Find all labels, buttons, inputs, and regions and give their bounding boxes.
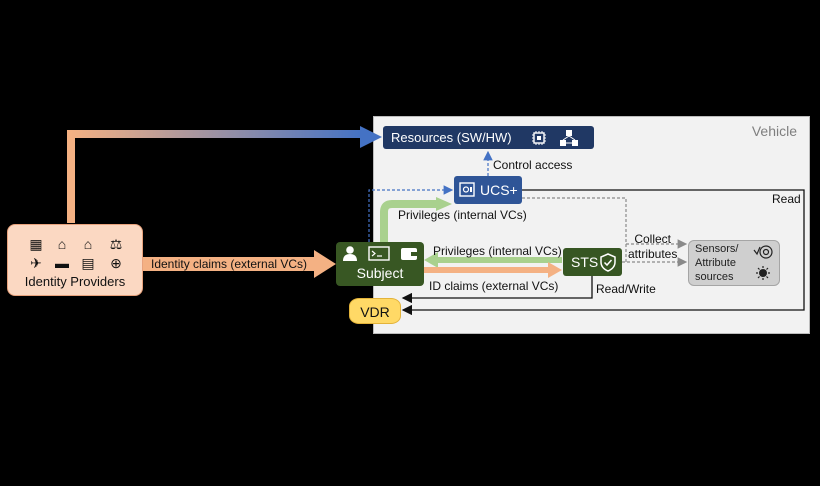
medical-cross-icon: ⊕ <box>110 255 122 271</box>
idp-to-resources-arrow <box>67 130 363 223</box>
person-icon <box>343 246 357 261</box>
resources-label: Resources (SW/HW) <box>391 130 512 145</box>
control-access-label: Control access <box>493 158 573 172</box>
chip-icon <box>532 131 546 145</box>
vehicle-label: Vehicle <box>751 123 797 139</box>
idp-to-resources-arrowhead <box>360 126 382 148</box>
ucs-label: UCS+ <box>480 182 518 198</box>
safe-icon <box>459 182 475 197</box>
wallet-icon <box>401 248 417 260</box>
read-line <box>401 189 805 316</box>
id-card-icon: ▤ <box>81 255 95 271</box>
read-write-line <box>401 276 593 304</box>
resources-node: Resources (SW/HW) <box>383 126 594 149</box>
read-write-label: Read/Write <box>596 282 656 296</box>
identity-providers-label: Identity Providers <box>24 274 126 289</box>
subject-label: Subject <box>356 265 404 281</box>
car-icon: ▬ <box>55 255 69 271</box>
sts-node: STS <box>563 248 622 276</box>
sts-privileges-label: Privileges (internal VCs) <box>433 244 562 258</box>
sensors-label: Sensors/ Attribute sources <box>695 243 739 283</box>
id-claims-arrow <box>424 267 550 273</box>
terminal-icon <box>368 246 390 261</box>
collect-attributes-label: Collect attributes <box>628 232 678 261</box>
subject-to-ucs-dashed-arrow <box>368 185 454 242</box>
airplane-icon: ✈ <box>30 255 42 271</box>
ucs-node: UCS+ <box>454 176 522 204</box>
radar-sensor-icon <box>753 245 773 259</box>
sts-label: STS <box>571 254 599 270</box>
building-icon: ▦ <box>29 236 43 252</box>
house-icon: ⌂ <box>83 236 93 252</box>
shield-check-icon <box>600 253 616 272</box>
id-claims-label: ID claims (external VCs) <box>429 279 559 293</box>
identity-providers-box: ▦ ⌂ ⌂ ⚖ ✈ ▬ ▤ ⊕ Identity Providers <box>7 224 143 296</box>
read-label: Read <box>772 192 801 206</box>
identity-claims-arrow <box>143 257 317 271</box>
subject-node: Subject <box>336 242 424 286</box>
identity-claims-label: Identity claims (external VCs) <box>151 257 308 271</box>
vdr-node: VDR <box>349 298 401 324</box>
ucs-privileges-label: Privileges (internal VCs) <box>398 208 527 222</box>
weather-sun-icon <box>756 266 770 280</box>
sts-privileges-arrow <box>438 257 562 263</box>
bank-icon: ⌂ <box>57 236 67 252</box>
scales-icon: ⚖ <box>109 236 123 252</box>
ucs-privileges-arrow <box>380 200 438 242</box>
network-cubes-icon <box>560 130 578 146</box>
sensors-node: Sensors/ Attribute sources <box>688 240 780 286</box>
ucs-to-sts-dashed <box>522 197 627 262</box>
